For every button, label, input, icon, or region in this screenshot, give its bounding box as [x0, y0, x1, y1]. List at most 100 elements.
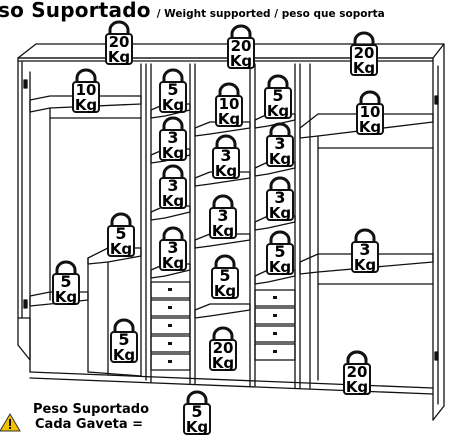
weight-tag-body: [343, 363, 371, 395]
weight-unit: Kg: [230, 52, 252, 70]
weight-unit: Kg: [113, 346, 135, 364]
weight-shackle-icon: [269, 122, 291, 138]
weight-unit: Kg: [55, 288, 77, 306]
weight-value: 5: [272, 86, 283, 105]
weight-tag: 3Kg: [266, 122, 294, 168]
weight-shackle-icon: [212, 194, 234, 210]
weight-shackle-icon: [230, 24, 252, 40]
weight-tag: 3Kg: [159, 164, 187, 210]
weight-unit: Kg: [162, 144, 184, 162]
weight-value: 5: [167, 80, 178, 99]
weight-tag: 5Kg: [211, 254, 239, 300]
diagram-title: so Suportado/ Weight supported / peso qu…: [0, 0, 385, 22]
weight-value: 20: [354, 44, 375, 62]
weight-shackle-icon: [162, 226, 184, 242]
weight-value: 10: [219, 95, 240, 113]
weight-unit: Kg: [212, 354, 234, 372]
weight-value: 20: [109, 33, 130, 51]
weight-tag-body: [356, 103, 384, 135]
weight-shackle-icon: [162, 68, 184, 84]
weight-unit: Kg: [75, 96, 97, 114]
weight-shackle-icon: [75, 68, 97, 84]
weight-shackle-icon: [110, 212, 132, 228]
weight-shackle-icon: [162, 116, 184, 132]
weight-tag-body: [266, 189, 294, 221]
weight-unit: Kg: [162, 96, 184, 114]
weight-value: 3: [167, 238, 178, 257]
weight-tag: 3Kg: [159, 226, 187, 272]
weight-tag-body: [159, 81, 187, 113]
weight-tag-body: [72, 81, 100, 113]
weight-value: 5: [274, 242, 285, 261]
weight-tag: 3Kg: [159, 116, 187, 162]
weight-tag: 3Kg: [266, 176, 294, 222]
weight-value: 20: [347, 363, 368, 381]
weight-value: 3: [167, 176, 178, 195]
weight-value: 3: [167, 128, 178, 147]
weight-tag-body: [266, 135, 294, 167]
weight-unit: Kg: [353, 59, 375, 77]
weight-value: 5: [115, 224, 126, 243]
weight-unit: Kg: [162, 192, 184, 210]
weight-unit: Kg: [346, 378, 368, 396]
weight-value: 5: [191, 402, 202, 421]
weight-unit: Kg: [212, 222, 234, 240]
weight-tag-body: [183, 403, 211, 435]
weight-value: 3: [359, 240, 370, 259]
weight-tag-body: [110, 331, 138, 363]
weight-tag-body: [159, 239, 187, 271]
weight-value: 20: [213, 339, 234, 357]
weight-value: 5: [219, 266, 230, 285]
drawer-handles: [168, 288, 277, 363]
weight-unit: Kg: [108, 48, 130, 66]
weight-shackle-icon: [346, 350, 368, 366]
weight-tag-body: [52, 273, 80, 305]
weight-tag-body: [159, 177, 187, 209]
weight-unit: Kg: [110, 240, 132, 258]
weight-tag-body: [211, 267, 239, 299]
weight-unit: Kg: [214, 282, 236, 300]
weight-value: 3: [274, 188, 285, 207]
weight-shackle-icon: [214, 254, 236, 270]
weight-shackle-icon: [162, 164, 184, 180]
weight-tag: 5Kg: [107, 212, 135, 258]
weight-unit: Kg: [267, 102, 289, 120]
weight-value: 5: [118, 330, 129, 349]
title-subtitle: / Weight supported / peso que soporta: [156, 8, 385, 20]
weight-shackle-icon: [186, 390, 208, 406]
weight-tag: 3Kg: [212, 134, 240, 180]
weight-unit: Kg: [162, 254, 184, 272]
weight-shackle-icon: [353, 31, 375, 47]
weight-shackle-icon: [218, 82, 240, 98]
weight-value: 10: [360, 103, 381, 121]
weight-tag-body: [159, 129, 187, 161]
weight-value: 10: [76, 81, 97, 99]
weight-unit: Kg: [359, 118, 381, 136]
weight-shackle-icon: [215, 134, 237, 150]
weight-unit: Kg: [269, 204, 291, 222]
weight-shackle-icon: [108, 20, 130, 36]
drawer-weight-note: Peso Suportado Cada Gaveta =: [33, 402, 193, 432]
drawer-weight-tag: 5Kg: [183, 390, 211, 436]
weight-shackle-icon: [55, 260, 77, 276]
weight-shackle-icon: [212, 326, 234, 342]
weight-value: 20: [231, 37, 252, 55]
weight-tag: 5Kg: [264, 74, 292, 120]
weight-tag: 5Kg: [52, 260, 80, 306]
weight-tag-body: [227, 37, 255, 69]
weight-tag-body: [107, 225, 135, 257]
warning-triangle-icon: [0, 413, 21, 432]
weight-tag-body: [212, 147, 240, 179]
weight-tag-body: [209, 207, 237, 239]
weight-tag: 5Kg: [266, 230, 294, 276]
weight-value: 3: [274, 134, 285, 153]
weight-tag: 5Kg: [183, 390, 211, 436]
